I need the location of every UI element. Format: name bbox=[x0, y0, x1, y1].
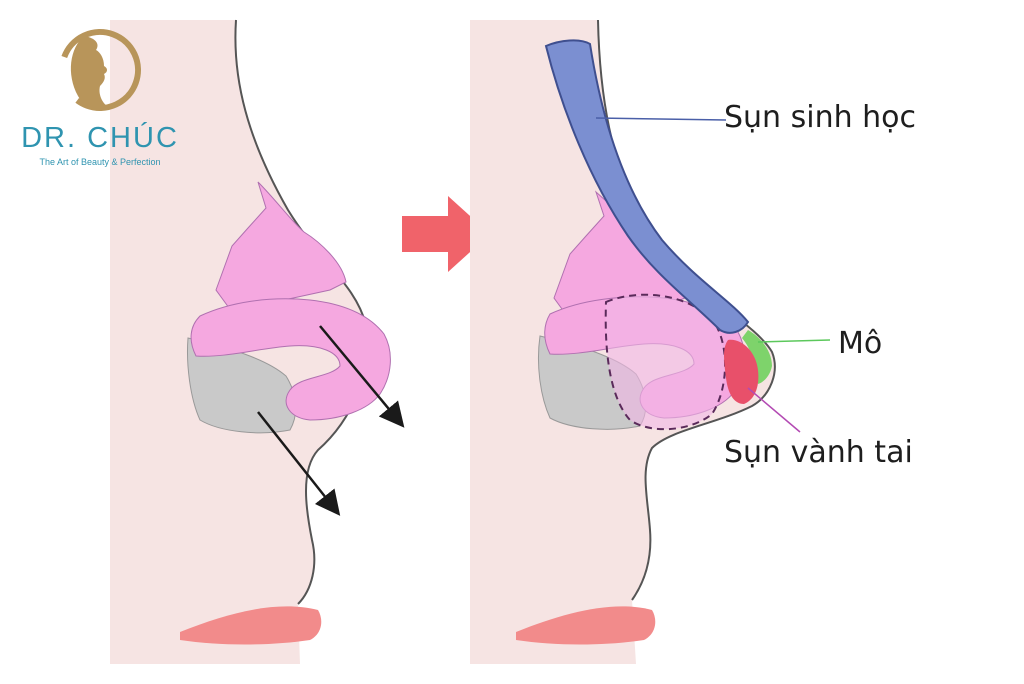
before-arrow-tip bbox=[319, 325, 405, 428]
transition-arrow-icon bbox=[402, 196, 490, 272]
bio-cartilage-leader bbox=[595, 117, 727, 121]
ear-cartilage-graft bbox=[724, 339, 759, 404]
after-lips bbox=[516, 606, 656, 645]
brand-logo: DR. CHÚC The Art of Beauty & Perfection bbox=[0, 0, 210, 180]
bio-cartilage-implant bbox=[544, 39, 750, 334]
label-bio-cartilage: Sụn sinh học bbox=[724, 100, 916, 135]
ear-cartilage-leader bbox=[747, 387, 801, 433]
after-dashed-region bbox=[604, 293, 727, 431]
brand-tagline: The Art of Beauty & Perfection bbox=[39, 157, 161, 167]
before-gray-cartilage bbox=[187, 337, 297, 434]
label-ear-cartilage: Sụn vành tai bbox=[724, 435, 913, 470]
before-upper-cartilage bbox=[215, 181, 347, 313]
before-alar-cartilage bbox=[190, 298, 391, 421]
tissue-layer bbox=[742, 330, 772, 384]
label-tissue: Mô bbox=[838, 326, 883, 361]
after-nose-profile bbox=[470, 19, 831, 664]
before-lips bbox=[180, 606, 322, 645]
before-nose-profile bbox=[110, 19, 405, 664]
before-arrow-base bbox=[257, 411, 341, 516]
tissue-leader bbox=[757, 339, 831, 343]
brand-name: DR. CHÚC bbox=[21, 122, 179, 154]
woman-profile-logo-icon bbox=[58, 29, 141, 111]
